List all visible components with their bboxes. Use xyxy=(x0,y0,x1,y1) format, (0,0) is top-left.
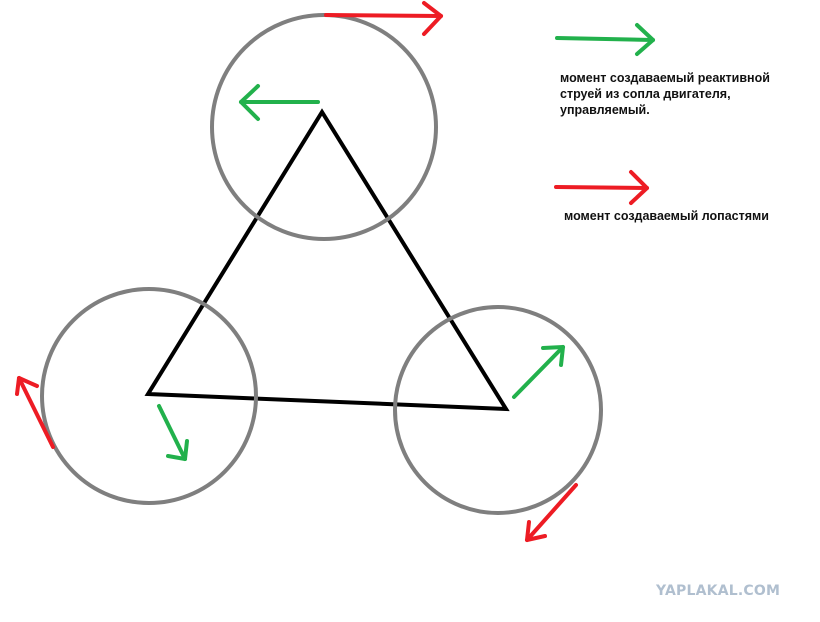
legend-blades-label: момент создаваемый лопастями xyxy=(564,209,769,223)
rotor-circle-right xyxy=(393,305,603,515)
legend-reactive-label: момент создаваемый реактивной струей из … xyxy=(560,71,770,117)
reactive-arrow-left xyxy=(157,404,189,461)
legend-green-arrow-icon xyxy=(555,23,655,56)
reactive-arrow-right xyxy=(512,345,565,399)
blade-arrow-top xyxy=(324,1,443,36)
watermark: YAPLAKAL.COM xyxy=(656,583,781,599)
blade-arrow-right xyxy=(525,483,578,542)
legend-red-arrow-icon xyxy=(554,170,649,205)
frame-triangle xyxy=(144,108,510,412)
reactive-arrow-top xyxy=(239,84,320,121)
rotor-circle-left xyxy=(40,287,258,505)
blade-arrow-left xyxy=(15,376,55,449)
rotor-circle-top xyxy=(210,13,438,241)
